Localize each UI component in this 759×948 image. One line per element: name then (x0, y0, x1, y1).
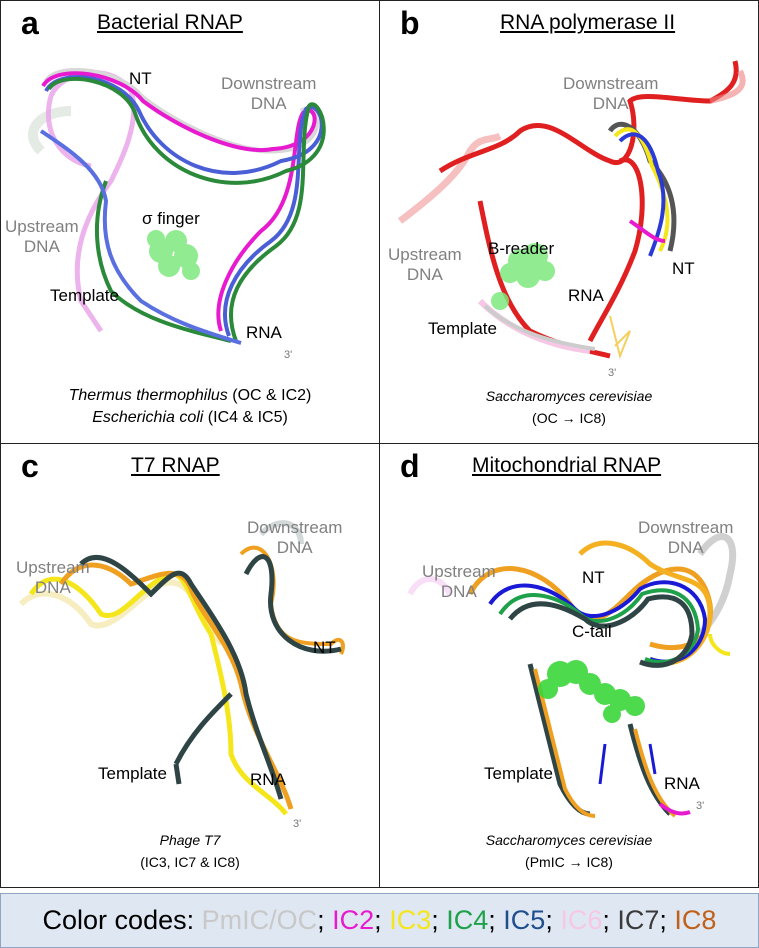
downstream-dna-label: Downstream DNA (221, 74, 317, 113)
nt-label: NT (582, 568, 605, 587)
upstream-dna-label: Upstream DNA (422, 562, 496, 601)
rna-label: RNA (568, 286, 604, 305)
legend-prefix: Color codes: (42, 905, 202, 935)
legend-item: IC4 (446, 905, 489, 935)
c-tail-label: C-tail (572, 622, 612, 641)
panel-a: a Bacterial RNAP NT Downstream DNA Upstr… (1, 1, 379, 443)
downstream-dna-label: Downstream DNA (563, 74, 659, 113)
mitochondrial-rnap-structure (407, 533, 737, 818)
complex-list: (PmIC → IC8) (525, 854, 613, 870)
panel-title: Bacterial RNAP (97, 11, 243, 34)
c-tail-blob (538, 660, 645, 723)
legend-item: IC3 (389, 905, 432, 935)
three-prime-label: 3' (284, 349, 293, 361)
three-prime-label: 3' (608, 367, 617, 379)
upstream-dna-label: Upstream DNA (16, 558, 90, 597)
t7-rnap-structure (18, 520, 345, 816)
panel-b: b RNA polymerase II Downstream DNA Upstr… (380, 1, 758, 443)
rna-label: RNA (250, 770, 286, 789)
template-label: Template (98, 764, 167, 783)
complex-list: (IC3, IC7 & IC8) (140, 854, 240, 870)
panel-c: c T7 RNAP Downstream DNA Upstream DNA NT… (1, 444, 379, 886)
three-prime-label: 3' (293, 818, 302, 830)
legend-item: PmIC/OC (201, 905, 318, 935)
rna-label: RNA (664, 774, 700, 793)
panel-letter: c (21, 448, 39, 484)
panel-letter: a (21, 5, 39, 41)
bacterial-rnap-structure (28, 67, 326, 345)
legend-item: IC2 (332, 905, 375, 935)
species-caption: Saccharomyces cerevisiae (OC → IC8) (380, 385, 758, 429)
species-caption: Saccharomyces cerevisiae (PmIC → IC8) (380, 829, 758, 873)
nt-label: NT (672, 259, 695, 278)
template-label: Template (50, 286, 119, 305)
legend-item: IC7 (617, 905, 660, 935)
panel-title: T7 RNAP (131, 454, 220, 477)
nt-label: NT (129, 69, 152, 88)
panel-title: Mitochondrial RNAP (472, 454, 662, 477)
nt-label: NT (313, 638, 336, 657)
legend-item: IC5 (503, 905, 546, 935)
panel-title: RNA polymerase II (500, 11, 676, 34)
color-code-legend: Color codes: PmIC/OC; IC2; IC3; IC4; IC5… (0, 893, 759, 948)
complex-list: (OC & IC2) (227, 387, 312, 404)
complex-list: (OC → IC8) (532, 410, 606, 426)
three-prime-label: 3' (696, 800, 705, 812)
species-name: Phage T7 (159, 832, 221, 848)
b-reader-label: B-reader (488, 239, 555, 258)
rna-polymerase-ii-structure (397, 60, 746, 360)
species-name: Escherichia coli (92, 409, 204, 426)
panel-letter: b (400, 5, 420, 41)
template-label: Template (428, 319, 497, 338)
panel-divider-horizontal (0, 443, 759, 444)
sigma-finger-blob (147, 230, 200, 280)
panel-d: d Mitochondrial RNAP Downstream DNA Upst… (380, 444, 758, 886)
upstream-dna-label: Upstream DNA (5, 217, 79, 256)
species-name: Thermus thermophilus (68, 387, 228, 404)
species-caption: Phage T7 (IC3, IC7 & IC8) (1, 829, 379, 873)
b-reader-blob (491, 243, 555, 310)
panel-letter: d (400, 448, 420, 484)
species-name: Saccharomyces cerevisiae (485, 832, 653, 848)
complex-list: (IC4 & IC5) (203, 409, 288, 426)
rna-label: RNA (246, 323, 282, 342)
species-name: Saccharomyces cerevisiae (485, 388, 653, 404)
upstream-dna-label: Upstream DNA (388, 245, 462, 284)
downstream-dna-label: Downstream DNA (247, 518, 343, 557)
downstream-dna-label: Downstream DNA (638, 518, 734, 557)
panel-divider-vertical (379, 0, 380, 888)
sigma-finger-label: σ finger (142, 209, 200, 228)
legend-item: IC8 (674, 905, 717, 935)
template-label: Template (484, 764, 553, 783)
species-caption: Thermus thermophilus (OC & IC2) Escheric… (1, 385, 379, 429)
legend-item: IC6 (560, 905, 603, 935)
